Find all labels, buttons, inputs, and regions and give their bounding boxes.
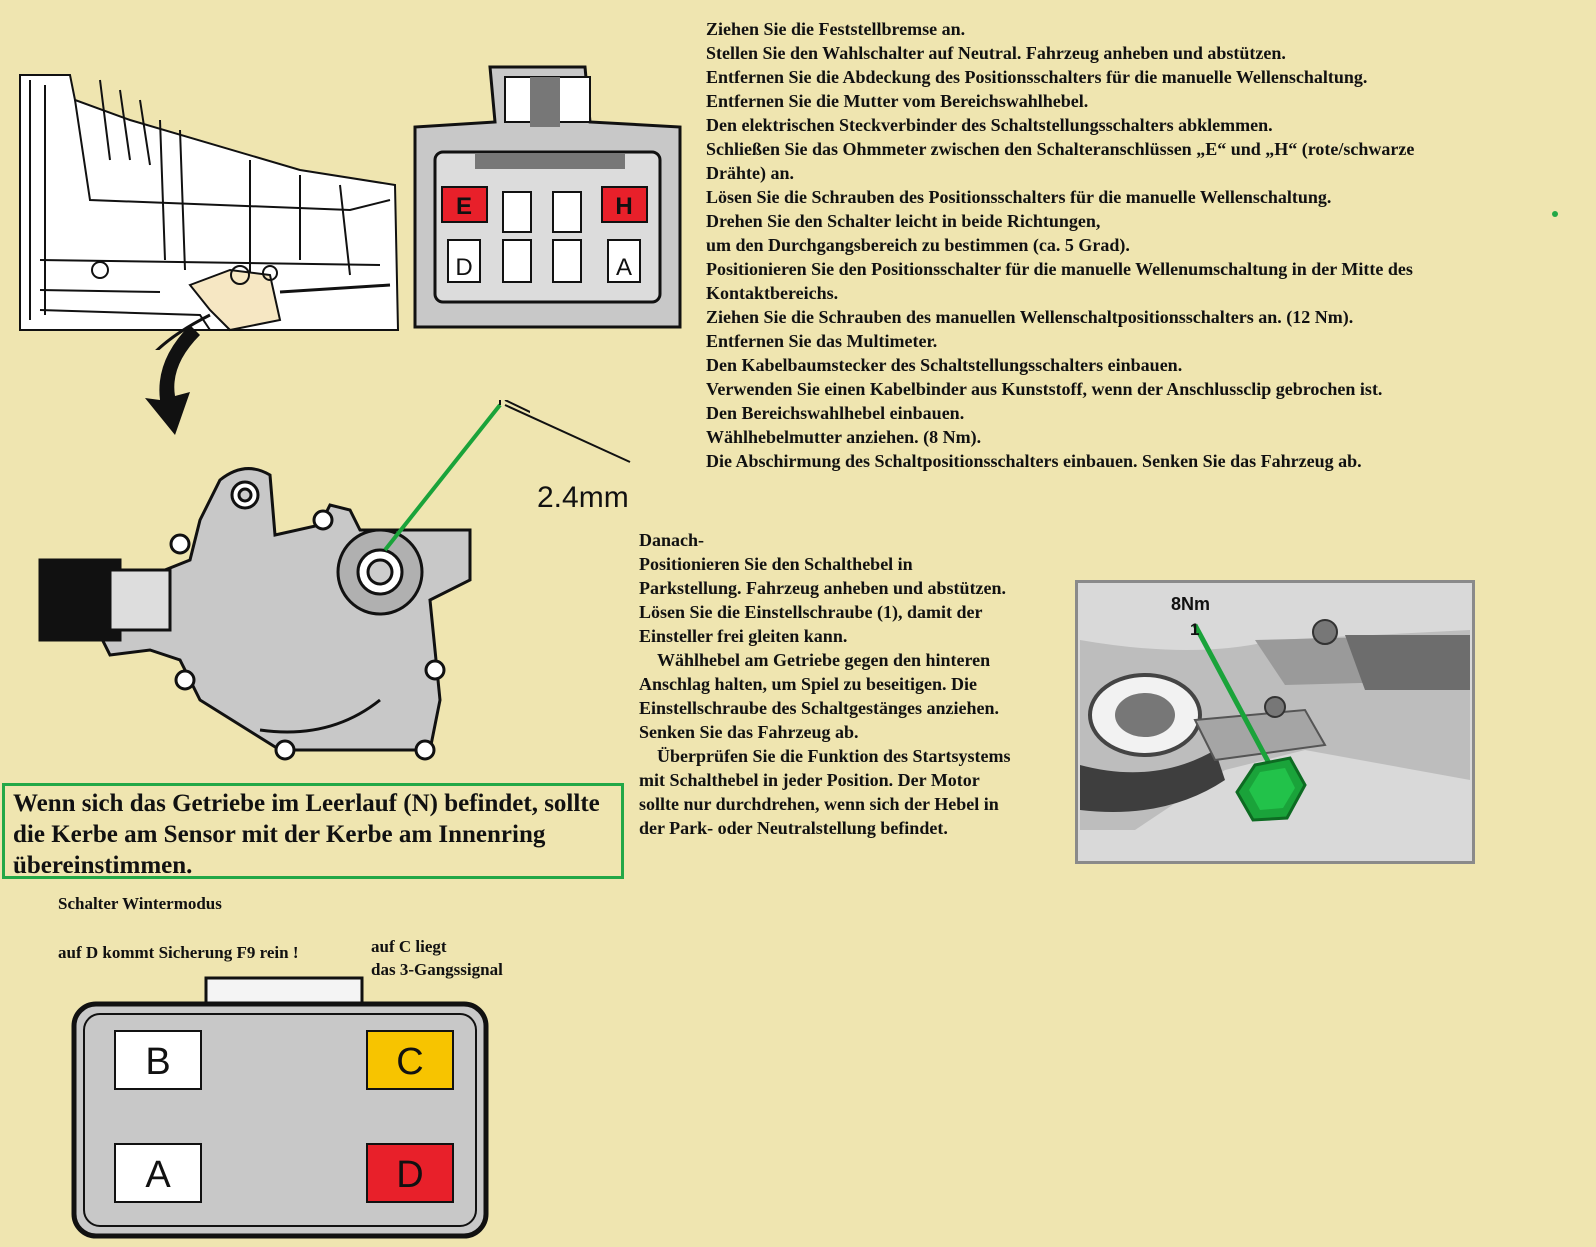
follow-up-line: Parkstellung. Fahrzeug anheben und abstü… xyxy=(639,578,1007,598)
sensor-drawing xyxy=(38,400,530,761)
winter-c-note-line1: auf C liegt xyxy=(371,937,447,956)
follow-up-line: Wählhebel am Getriebe gegen den hinteren xyxy=(639,650,991,670)
instruction-line: Kontaktbereichs. xyxy=(706,283,839,303)
instruction-line: Positionieren Sie den Positionsschalter … xyxy=(706,259,1413,279)
pin-a: A xyxy=(607,239,641,283)
neutral-note-box: Wenn sich das Getriebe im Leerlauf (N) b… xyxy=(2,783,624,879)
pin-d-winter: D xyxy=(366,1143,454,1203)
pin-d: D xyxy=(447,239,481,283)
instruction-line: Die Abschirmung des Schaltpositionsschal… xyxy=(706,451,1362,471)
pin-c-label: C xyxy=(396,1041,423,1083)
follow-up-line: Einsteller frei gleiten kann. xyxy=(639,626,848,646)
torque-label: 8Nm xyxy=(1171,594,1210,614)
dimension-label: 2.4mm xyxy=(537,481,629,514)
instruction-line: Lösen Sie die Schrauben des Positionssch… xyxy=(706,187,1332,207)
pin-a-winter-label: A xyxy=(145,1154,171,1196)
follow-up-line: Danach- xyxy=(639,530,705,550)
dimension-leader-line xyxy=(504,404,631,463)
follow-up-line: Senken Sie das Fahrzeug ab. xyxy=(639,722,859,742)
follow-up-line: Einstellschraube des Schaltgestänges anz… xyxy=(639,698,1000,718)
instruction-list: Ziehen Sie die Feststellbremse an. Stelle… xyxy=(706,17,1586,473)
instruction-line: Stellen Sie den Wahlschalter auf Neutral… xyxy=(706,43,1286,63)
pin-c: C xyxy=(366,1030,454,1090)
pin-h-label: H xyxy=(615,193,632,220)
callout-number: 1 xyxy=(1190,620,1199,639)
linkage-photo: 8Nm 1 xyxy=(1075,580,1475,864)
follow-up-line: Anschlag halten, um Spiel zu beseitigen.… xyxy=(639,674,978,694)
follow-up-line: mit Schalthebel in jeder Position. Der M… xyxy=(639,770,980,790)
instruction-line: Verwenden Sie einen Kabelbinder aus Kuns… xyxy=(706,379,1383,399)
pin-a-winter: A xyxy=(114,1143,202,1203)
instruction-line: Den elektrischen Steckverbinder des Scha… xyxy=(706,115,1273,135)
follow-up-instructions: Danach- Positionieren Sie den Schalthebel… xyxy=(639,528,1069,840)
instruction-line: Wählhebelmutter anziehen. (8 Nm). xyxy=(706,427,982,447)
instruction-line: Ziehen Sie die Feststellbremse an. xyxy=(706,19,966,39)
connector-8pin: E H D A xyxy=(413,65,682,329)
instruction-line: Drehen Sie den Schalter leicht in beide … xyxy=(706,211,1101,231)
green-dot xyxy=(1552,211,1558,217)
winter-d-note: auf D kommt Sicherung F9 rein ! xyxy=(58,943,299,962)
instruction-line: Schließen Sie das Ohmmeter zwischen den … xyxy=(706,139,1415,159)
follow-up-line: Überprüfen Sie die Funktion des Startsys… xyxy=(639,746,1011,766)
follow-up-line: Lösen Sie die Einstellschraube (1), dami… xyxy=(639,602,983,622)
instruction-line: Ziehen Sie die Schrauben des manuellen W… xyxy=(706,307,1354,327)
winter-c-note-line2: das 3-Gangssignal xyxy=(371,960,503,979)
pin-a-label: A xyxy=(616,254,632,281)
instruction-line: Entfernen Sie die Mutter vom Bereichswah… xyxy=(706,91,1089,111)
arrow-down-icon xyxy=(145,325,200,435)
winter-mode-title: Schalter Wintermodus xyxy=(58,894,222,913)
instruction-line: Den Bereichswahlhebel einbauen. xyxy=(706,403,965,423)
follow-up-line: Positionieren Sie den Schalthebel in xyxy=(639,554,913,574)
instruction-line: um den Durchgangsbereich zu bestimmen (c… xyxy=(706,235,1130,255)
pin-b: B xyxy=(114,1030,202,1090)
winter-mode-connector: B C A D xyxy=(71,976,489,1239)
follow-up-line: sollte nur durchdrehen, wenn sich der He… xyxy=(639,794,999,814)
pin-d-label: D xyxy=(455,254,472,281)
instruction-line: Entfernen Sie das Multimeter. xyxy=(706,331,938,351)
pin-b-label: B xyxy=(145,1041,170,1083)
transmission-drawing xyxy=(19,74,400,350)
instruction-line: Entfernen Sie die Abdeckung des Position… xyxy=(706,67,1368,87)
pin-h: H xyxy=(601,186,648,223)
instruction-line: Drähte) an. xyxy=(706,163,794,183)
pin-d-winter-label: D xyxy=(396,1154,423,1196)
follow-up-line: der Park- oder Neutralstellung befindet. xyxy=(639,818,948,838)
pin-e: E xyxy=(441,186,488,223)
instruction-line: Den Kabelbaumstecker des Schaltstellungs… xyxy=(706,355,1183,375)
pin-e-label: E xyxy=(456,193,472,220)
